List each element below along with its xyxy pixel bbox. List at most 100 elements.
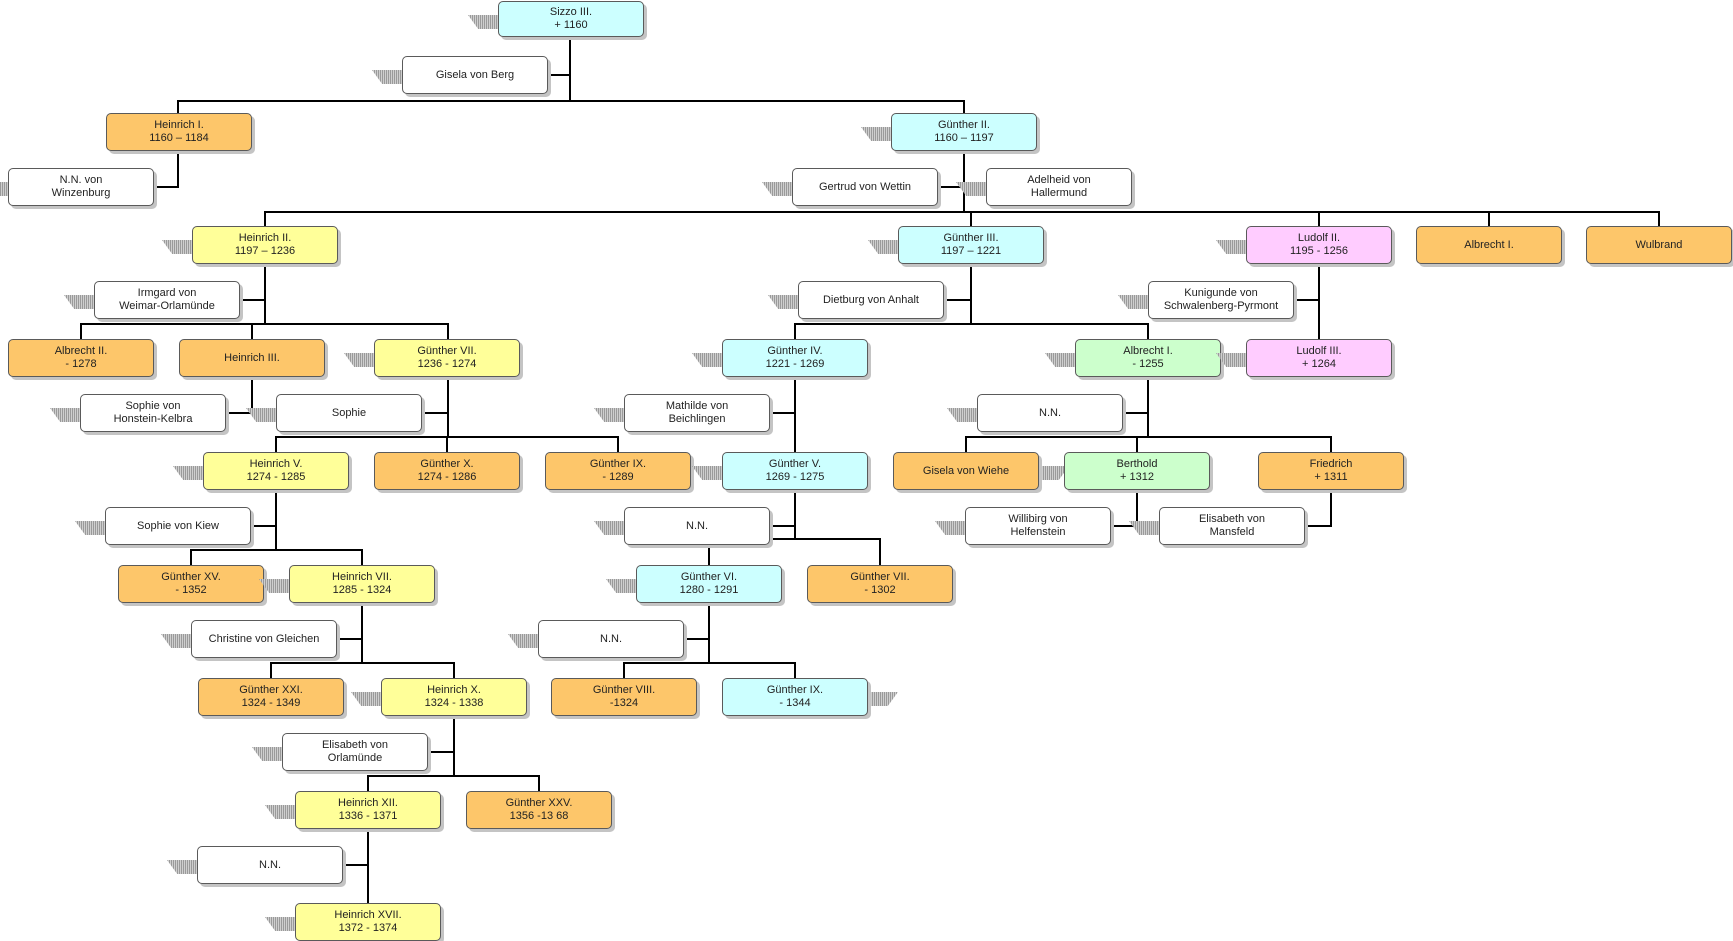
connector-shadow [1045,353,1079,367]
person-name: Günther VIII. [592,684,656,696]
person-dates: Winzenburg [51,187,111,199]
person-dates: - 1255 [1132,358,1164,370]
person-name: Günther XXV. [505,797,573,809]
person-name: Berthold [1116,458,1158,470]
person-name: Christine von Gleichen [208,632,320,645]
person-name: Gisela von Berg [435,68,515,81]
connector-shadow [861,127,895,141]
person-name: Heinrich V. [249,458,303,470]
person-box-albrecht1a: Albrecht I. [1416,226,1562,264]
person-name: Wulbrand [1635,238,1683,251]
person-box-dietburg: Dietburg von Anhalt [798,281,944,319]
person-name: Albrecht II. [54,345,108,357]
person-name: Kunigunde von [1184,287,1258,299]
person-name: Ludolf II. [1297,232,1341,244]
person-box-nn-h12: N.N. [197,846,343,884]
person-dates: 1236 - 1274 [417,358,477,370]
person-box-gisela: Gisela von Berg [402,56,548,94]
connector-shadow [265,805,299,819]
connector-shadow [956,182,990,196]
person-name: Friedrich [1309,458,1353,470]
person-dates: - 1302 [864,584,896,596]
person-name: Günther XXI. [239,684,303,696]
person-name: N.N. [259,858,281,871]
person-name: Adelheid von [1027,174,1091,186]
person-dates: 1160 – 1184 [149,132,209,144]
person-name: Gisela von Wiehe [922,464,1010,477]
person-dates: 1197 – 1236 [234,245,296,257]
person-dates: - 1344 [779,697,811,709]
person-dates: 1280 - 1291 [679,584,739,596]
person-box-berthold: Berthold+ 1312 [1064,452,1210,490]
person-name: Heinrich XVII. [334,909,402,921]
person-dates: 1195 - 1256 [1290,245,1348,257]
connector-shadow [692,353,726,367]
person-box-guenther25: Günther XXV.1356 -13 68 [466,791,612,829]
person-dates: - 1352 [175,584,207,596]
person-dates: + 1160 [554,19,588,31]
connector-shadow [173,466,207,480]
person-dates: 1372 - 1374 [338,922,398,934]
connector-shadow [935,521,969,535]
person-box-guenther9a: Günther IX.- 1289 [545,452,691,490]
connector-shadow [161,634,195,648]
person-box-guenther15: Günther XV.- 1352 [118,565,264,603]
person-box-sophie: Sophie [276,394,422,432]
person-name: Günther X. [420,458,474,470]
connector-shadow [1035,466,1069,480]
connector-shadow [344,353,378,367]
person-name: N.N. von [59,174,103,186]
connector-shadow [246,408,280,422]
person-name: Heinrich II. [238,232,292,244]
person-dates: 1324 - 1349 [241,697,301,709]
person-dates: Weimar-Orlamünde [119,300,215,312]
person-dates: 1336 - 1371 [338,810,398,822]
person-box-heinrich5: Heinrich V.1274 - 1285 [203,452,349,490]
connector-shadow [64,295,98,309]
person-box-ludolf2: Ludolf II.1195 - 1256 [1246,226,1392,264]
person-box-guenther21: Günther XXI.1324 - 1349 [198,678,344,716]
person-box-nn-albr: N.N. [977,394,1123,432]
connector-shadow [508,634,542,648]
person-name: N.N. [1039,406,1061,419]
person-box-christine: Christine von Gleichen [191,620,337,658]
person-name: Dietburg von Anhalt [822,293,919,306]
person-name: Heinrich I. [154,119,204,131]
person-name: Willibirg von [1008,513,1068,525]
person-box-guenther7a: Günther VII.1236 - 1274 [374,339,520,377]
person-name: Günther IV. [767,345,823,357]
person-box-heinrich7: Heinrich VII.1285 - 1324 [289,565,435,603]
person-box-guenther7b: Günther VII.- 1302 [807,565,953,603]
person-name: Sophie von Kiew [137,519,219,532]
person-name: Elisabeth von [321,739,389,751]
person-box-albrecht2: Albrecht II.- 1278 [8,339,154,377]
connector-shadow [351,692,385,706]
person-box-heinrich2: Heinrich II.1197 – 1236 [192,226,338,264]
person-name: Günther IX. [766,684,824,696]
connector-shadow [1118,295,1152,309]
person-dates: 1274 - 1285 [246,471,306,483]
person-dates: - 1278 [65,358,97,370]
person-name: Elisabeth von [1198,513,1266,525]
person-box-heinrich17: Heinrich XVII.1372 - 1374 [295,903,441,941]
person-dates: 1197 – 1221 [940,245,1002,257]
person-box-friedrich: Friedrich+ 1311 [1258,452,1404,490]
person-box-heinrich1: Heinrich I.1160 – 1184 [106,113,252,151]
person-box-guenther2: Günther II.1160 – 1197 [891,113,1037,151]
person-dates: - 1289 [602,471,634,483]
person-name: Sizzo III. [549,6,593,18]
connector-shadow [75,521,109,535]
connector-shadow [259,579,293,593]
connector-shadow [1216,240,1250,254]
person-dates: Schwalenberg-Pyrmont [1163,300,1279,312]
connector-shadow [864,692,898,706]
person-name: Sophie [331,406,367,419]
person-name: Heinrich III. [224,351,280,364]
person-name: Heinrich XII. [338,797,398,809]
connector-shadow [594,521,628,535]
person-dates: Helfenstein [1010,526,1066,538]
